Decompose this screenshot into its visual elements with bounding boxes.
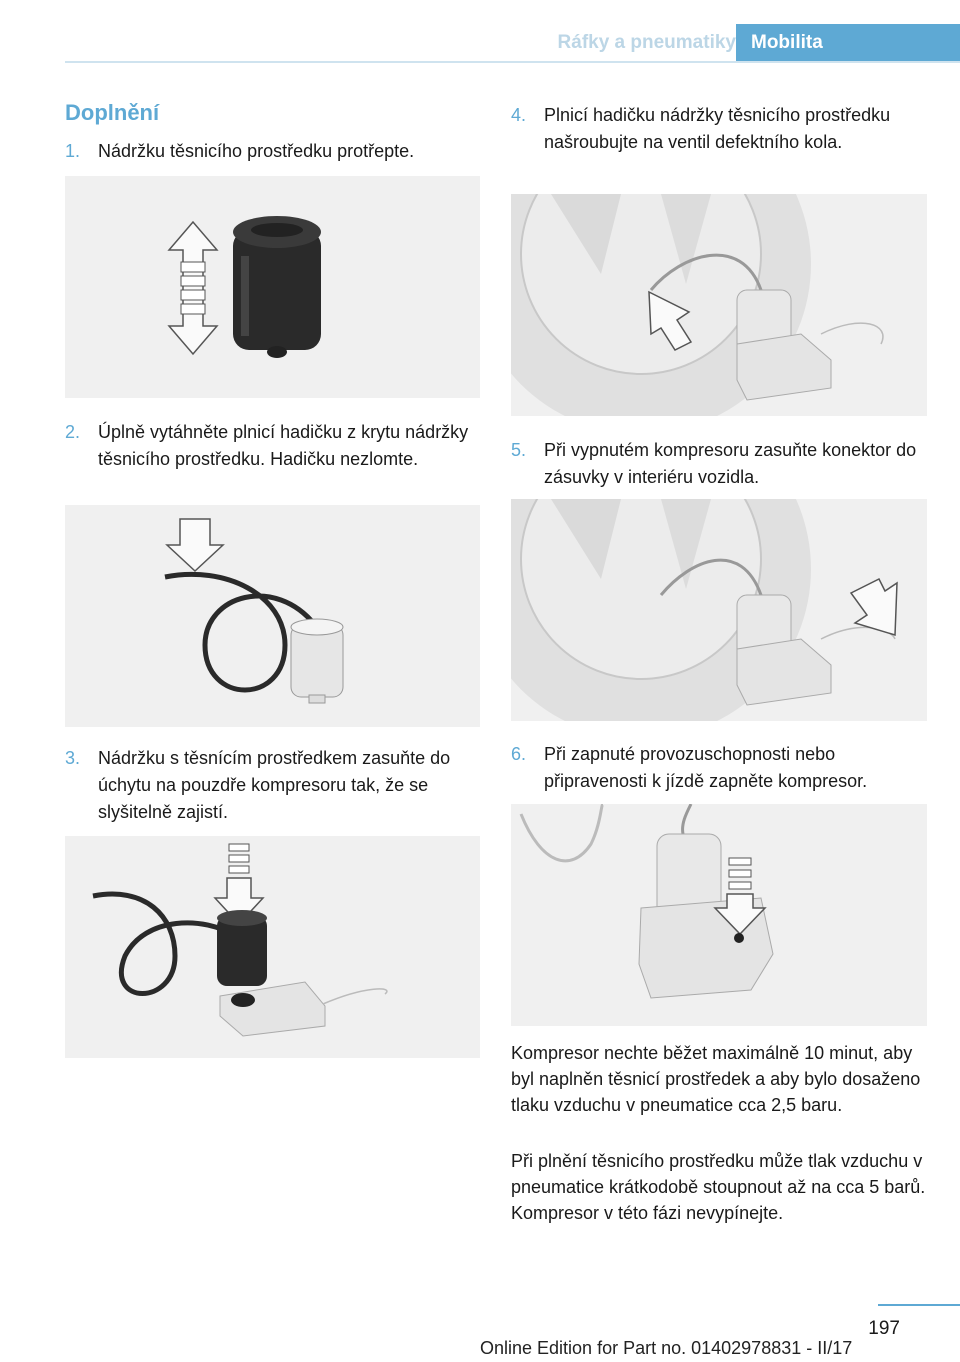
figure-attach-valve [511,194,927,416]
chapter-tab: Ráfky a pneumatiky [557,32,736,53]
down-arrow-icon [849,577,898,636]
sealant-bottle [290,624,344,698]
sealant-bottle [217,916,267,986]
up-arrow-icon [648,290,693,351]
hose [649,253,763,291]
header-rule [65,61,960,63]
section-tab: Mobilita [736,24,960,61]
step-number: 4. [511,105,527,125]
down-arrow-icon [713,893,767,936]
figure-shake-bottle [65,176,480,398]
step-number: 5. [511,440,527,460]
step-number: 3. [65,748,81,768]
figure-switch-on [511,804,927,1026]
figure-plug-connector [511,499,927,721]
page-rule [878,1304,960,1306]
hose [519,804,605,863]
step-text: Nádržku těsnicího prostředku protřepte. [98,141,415,161]
hose [164,571,317,693]
section-title: Doplnění [65,100,160,125]
step-text: Úplně vytáhněte plnicí hadičku z krytu n… [98,422,469,469]
step-text: Při vypnutém kompresoru zasuňte konektor… [544,440,917,487]
figure-insert-bottle [65,836,480,1058]
sealant-bottle [233,230,321,350]
shake-arrow-icon [167,220,219,356]
hose [92,891,237,996]
down-arrow-icon [165,518,225,573]
hose [659,558,763,596]
power-cable [322,988,388,1005]
compressor [736,333,832,401]
step-number: 2. [65,422,81,442]
step-text: Nádržku s těsnícím prostředkem zasuňte d… [98,748,451,822]
footer-edition: Online Edition for Part no. 01402978831 … [480,1338,853,1358]
page-number: 197 [868,1318,900,1339]
power-button [734,933,744,943]
figure-pull-hose [65,505,480,727]
step-text: Plnicí hadičku nádržky těsnicího prostře… [544,105,891,152]
step-text: Při zapnuté provozuschopnosti nebo připr… [544,744,868,791]
compressor [736,638,832,706]
power-cable [820,322,884,345]
paragraph-runtime: Kompresor nechte běžet maximálně 10 minu… [511,1043,921,1115]
step-number: 1. [65,141,81,161]
compressor [219,981,326,1037]
step-number: 6. [511,744,527,764]
paragraph-pressure-note: Při plnění těsnicího prostředku může tla… [511,1151,926,1223]
